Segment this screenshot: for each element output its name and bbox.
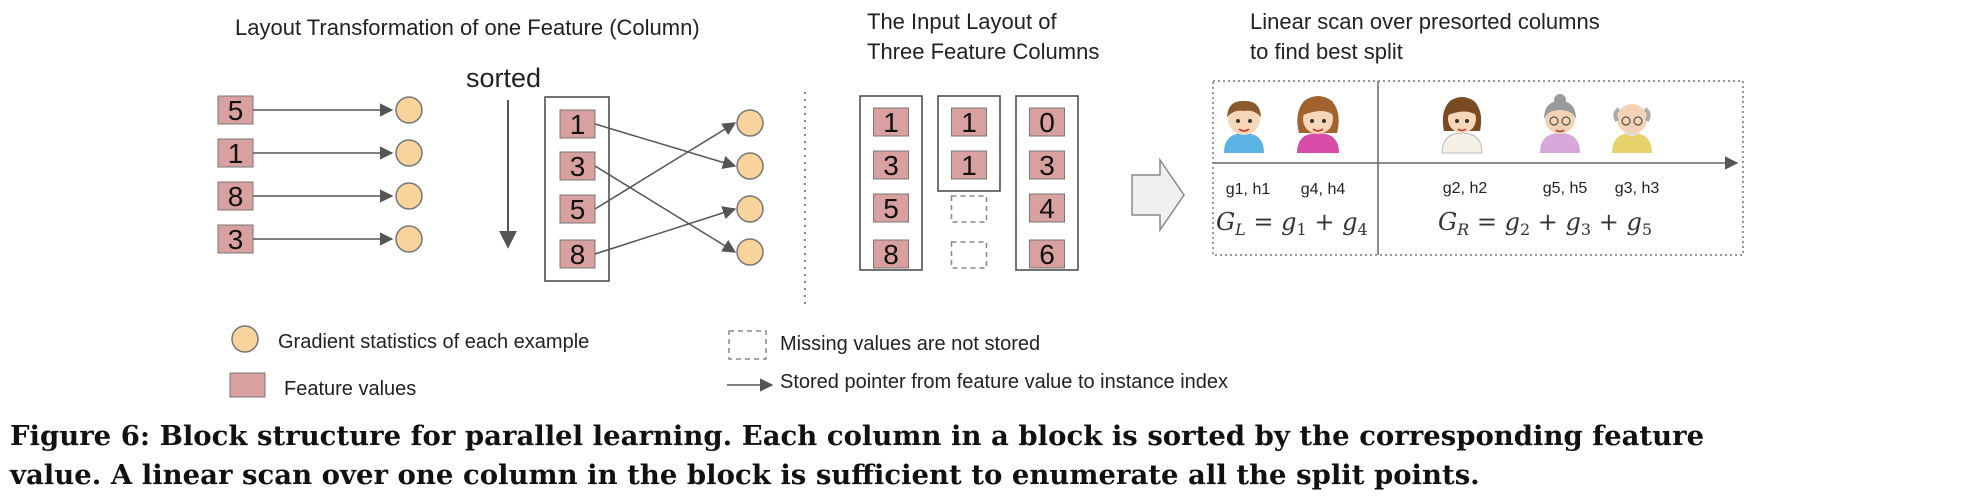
caption-line1: Figure 6: Block structure for parallel l…: [10, 420, 1705, 452]
legend-pointer-text: Stored pointer from feature value to ins…: [780, 371, 1228, 393]
legend-feature-text: Feature values: [284, 378, 416, 400]
sorted-label: sorted: [466, 63, 541, 93]
sorted-cell-box: [559, 151, 596, 181]
sorted-cell-value: 5: [570, 194, 586, 225]
pointer-arrow: [594, 123, 737, 169]
legend-missing-text: Missing values are not stored: [780, 333, 1040, 355]
column-cell-value: 8: [883, 239, 899, 270]
left-panel-title: Layout Transformation of one Feature (Co…: [235, 15, 700, 40]
unsorted-cell-box: [217, 181, 254, 211]
column-cell-box: [873, 150, 909, 180]
sorted-cell-value: 8: [570, 239, 586, 270]
gradient-circle: [395, 182, 423, 210]
formula-left: GL = g1 + g4: [1216, 208, 1368, 239]
column-cell-value: 1: [961, 150, 977, 181]
gradient-circle: [736, 109, 764, 137]
sorted-cell-box: [559, 109, 596, 139]
gradient-circle: [736, 238, 764, 266]
unsorted-cell-value: 5: [228, 95, 244, 126]
legend-missing-icon: [728, 330, 767, 360]
column-cell-box: [1029, 239, 1065, 269]
gradient-circle: [395, 139, 423, 167]
missing-value-box: [950, 195, 988, 223]
sorted-cell-box: [559, 194, 596, 224]
unsorted-cell-value: 3: [228, 224, 244, 255]
gradient-label: g5, h5: [1543, 180, 1588, 197]
gradient-circle: [395, 225, 423, 253]
column-cell-value: 0: [1039, 107, 1055, 138]
right-panel-title-line2: to find best split: [1250, 39, 1403, 64]
unsorted-cell-value: 8: [228, 181, 244, 212]
column-cell-box: [873, 107, 909, 137]
column-cell-value: 1: [883, 107, 899, 138]
column-cell-box: [873, 193, 909, 223]
unsorted-cell-box: [217, 224, 254, 254]
sorted-cell-value: 3: [570, 151, 586, 182]
sorted-cell-box: [559, 239, 596, 269]
girl-icon: [1297, 96, 1339, 153]
pointer-arrow: [594, 165, 737, 253]
column-cell-value: 5: [883, 193, 899, 224]
column-cell-box: [1029, 150, 1065, 180]
big-arrow: [1131, 157, 1185, 233]
middle-panel-title-line2: Three Feature Columns: [867, 39, 1099, 64]
gradient-label: g3, h3: [1615, 180, 1660, 197]
pointer-arrow: [594, 122, 737, 210]
column-cell-box: [1029, 193, 1065, 223]
figure-caption: Figure 6: Block structure for parallel l…: [10, 417, 1955, 495]
feature-column-frame: [859, 95, 923, 271]
feature-column-frame: [937, 95, 1001, 192]
column-cell-value: 4: [1039, 193, 1055, 224]
figure-diagram: Layout Transformation of one Feature (Co…: [217, 9, 1744, 400]
sorted-column-frame: [544, 96, 610, 282]
unsorted-cell-value: 1: [228, 138, 244, 169]
sorted-cell-value: 1: [570, 109, 586, 140]
caption-line2: value. A linear scan over one column in …: [10, 459, 1480, 491]
column-cell-value: 6: [1039, 239, 1055, 270]
gradient-label: g1, h1: [1226, 181, 1271, 198]
boy-icon: [1224, 100, 1264, 153]
column-cell-value: 3: [1039, 150, 1055, 181]
column-cell-box: [951, 150, 987, 180]
column-cell-box: [873, 239, 909, 269]
column-cell-box: [1029, 107, 1065, 137]
child-icon: [1441, 97, 1483, 154]
legend-gradient-text: Gradient statistics of each example: [278, 331, 589, 353]
gradient-circle: [736, 152, 764, 180]
right-panel-title-line1: Linear scan over presorted columns: [1250, 9, 1600, 34]
grandpa-icon: [1612, 104, 1652, 153]
gradient-circle: [395, 96, 423, 124]
granny-icon: [1540, 94, 1580, 153]
feature-column-frame: [1015, 95, 1079, 271]
gradient-label: g2, h2: [1443, 180, 1488, 197]
gradient-circle: [736, 195, 764, 223]
scan-box: [1212, 80, 1744, 256]
gradient-label: g4, h4: [1301, 181, 1346, 198]
middle-panel-title-line1: The Input Layout of: [867, 9, 1057, 34]
legend-feature-icon: [229, 372, 266, 398]
pointer-arrow: [594, 206, 737, 255]
missing-value-box: [950, 241, 988, 269]
column-cell-box: [951, 107, 987, 137]
column-cell-value: 1: [961, 107, 977, 138]
legend-gradient-icon: [231, 325, 259, 353]
formula-right: GR = g2 + g3 + g5: [1438, 208, 1652, 239]
column-cell-value: 3: [883, 150, 899, 181]
